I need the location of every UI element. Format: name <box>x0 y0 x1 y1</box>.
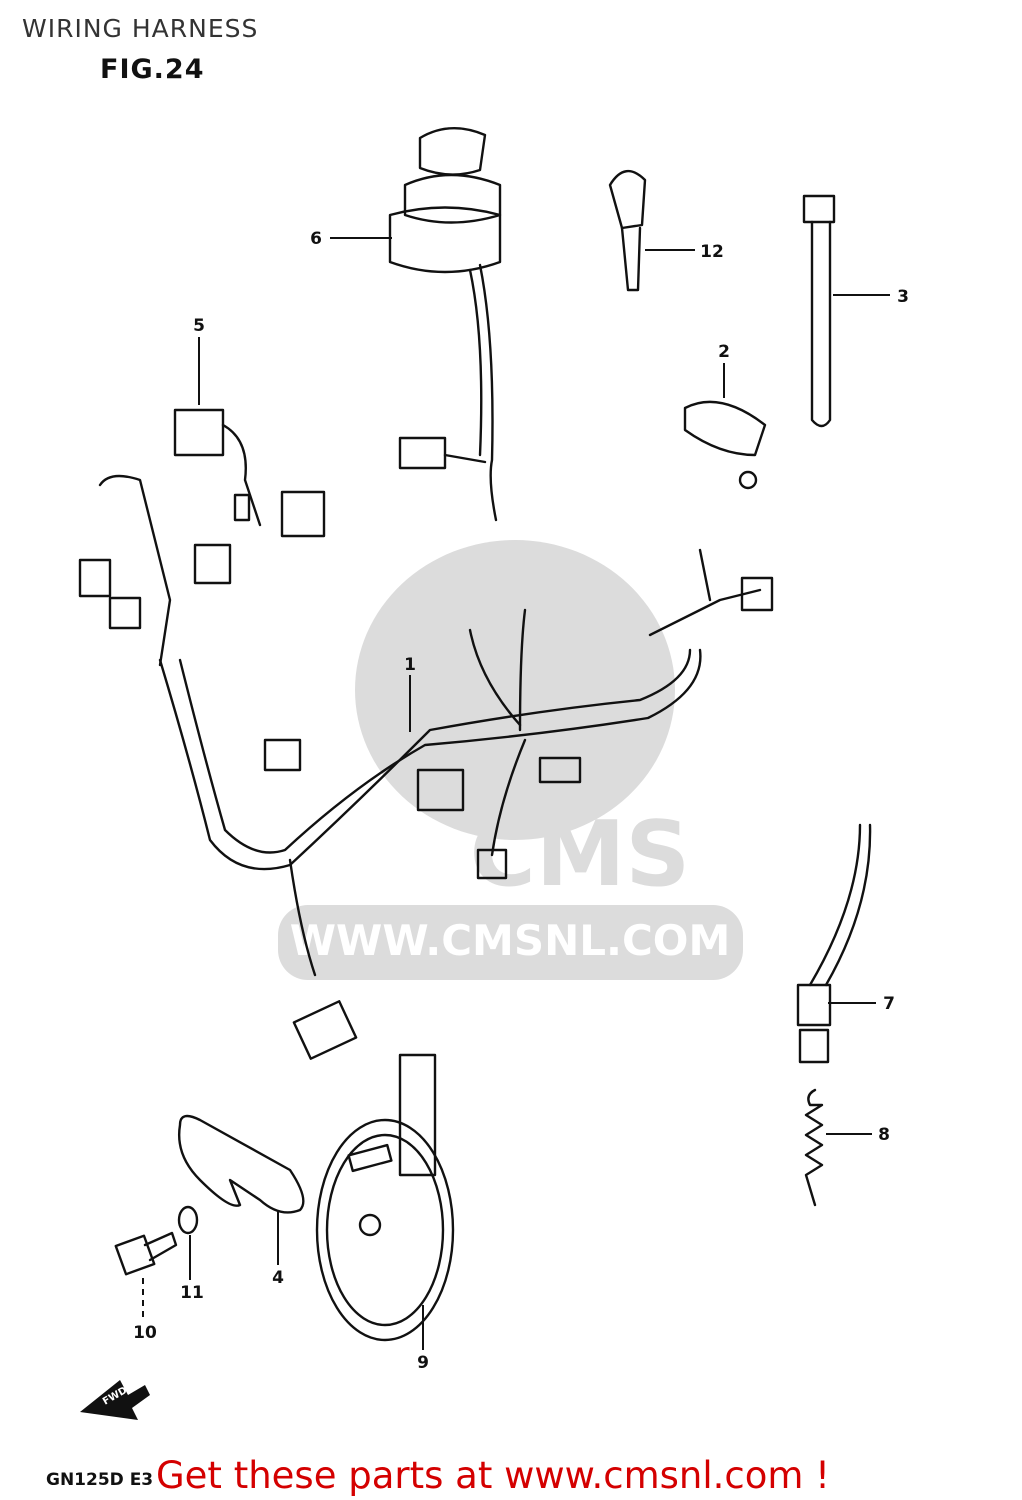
horn-drawing <box>315 1053 455 1342</box>
callout-12: 12 <box>700 242 724 262</box>
page-title: WIRING HARNESS <box>22 14 259 43</box>
callout-1: 1 <box>404 655 416 675</box>
callout-leaders <box>142 237 890 1350</box>
watermark-logo: WWW.CMSNL.COM CMS <box>278 540 743 980</box>
callout-6: 6 <box>310 229 322 249</box>
model-code: GN125D E3 <box>46 1470 154 1490</box>
spring-drawing <box>804 1088 824 1207</box>
callout-8: 8 <box>878 1125 890 1145</box>
callout-2: 2 <box>718 342 730 362</box>
strap-key-drawing <box>802 194 836 428</box>
holder-drawing <box>683 400 767 490</box>
callout-7: 7 <box>883 994 895 1014</box>
wiring-harness-drawing <box>78 474 774 1060</box>
bolt-drawing <box>114 1231 178 1276</box>
coupler-drawing <box>173 408 326 538</box>
ignition-switch-drawing <box>388 126 502 522</box>
callout-4: 4 <box>272 1268 284 1288</box>
brake-switch-drawing <box>796 823 872 1064</box>
figure-number: FIG.24 <box>100 54 205 85</box>
band-drawing <box>178 1114 305 1214</box>
callout-10: 10 <box>133 1323 157 1343</box>
washer-drawing <box>177 1205 199 1235</box>
callout-5: 5 <box>193 316 205 336</box>
callout-11: 11 <box>180 1283 204 1303</box>
watermark-brand: CMS <box>470 802 690 907</box>
parts-link-banner[interactable]: Get these parts at www.cmsnl.com ! <box>156 1454 831 1497</box>
key-drawing <box>608 170 647 292</box>
watermark-url: WWW.CMSNL.COM <box>290 916 731 965</box>
callout-9: 9 <box>417 1353 429 1373</box>
forward-arrow-icon: FWD <box>80 1380 150 1420</box>
callout-3: 3 <box>897 287 909 307</box>
